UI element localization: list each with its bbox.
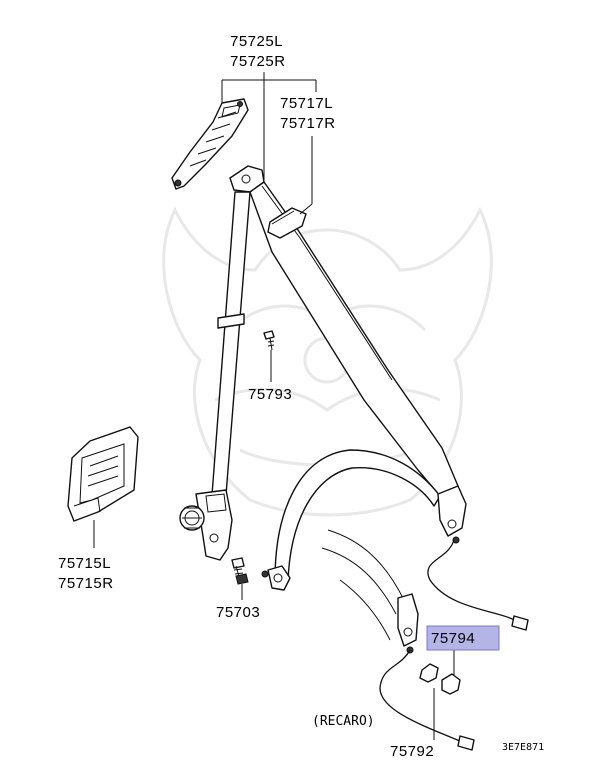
figure-code: 3E7E871 bbox=[502, 742, 544, 753]
label-75717l[interactable]: 75717L bbox=[280, 95, 333, 112]
anchor-bolt-part bbox=[231, 557, 291, 600]
label-75725l[interactable]: 75725L bbox=[230, 33, 283, 50]
label-75703[interactable]: 75703 bbox=[216, 604, 260, 621]
seat-belt-webbing bbox=[211, 165, 459, 583]
label-75792[interactable]: 75792 bbox=[390, 743, 434, 760]
label-75725r[interactable]: 75725R bbox=[230, 53, 286, 70]
label-75794[interactable]: 75794 bbox=[431, 630, 475, 647]
label-75715r[interactable]: 75715R bbox=[58, 575, 114, 592]
leader-lines bbox=[93, 72, 455, 740]
part-labels: 75725L 75725R 75717L 75717R 75793 75715L… bbox=[58, 33, 544, 760]
webbing-guide-part bbox=[267, 207, 307, 239]
screw-part bbox=[263, 330, 275, 382]
upper-anchor-cover-part bbox=[171, 98, 249, 190]
label-recaro-note: (RECARO) bbox=[312, 714, 375, 729]
upper-buckle-assembly bbox=[427, 485, 529, 631]
label-75793[interactable]: 75793 bbox=[248, 386, 292, 403]
retractor-cover-part bbox=[67, 426, 139, 522]
label-75717r[interactable]: 75717R bbox=[280, 115, 336, 132]
retractor-part bbox=[179, 489, 233, 561]
label-75715l[interactable]: 75715L bbox=[58, 555, 111, 572]
highlight-box bbox=[426, 625, 500, 651]
recaro-buckle-assembly bbox=[321, 529, 475, 751]
